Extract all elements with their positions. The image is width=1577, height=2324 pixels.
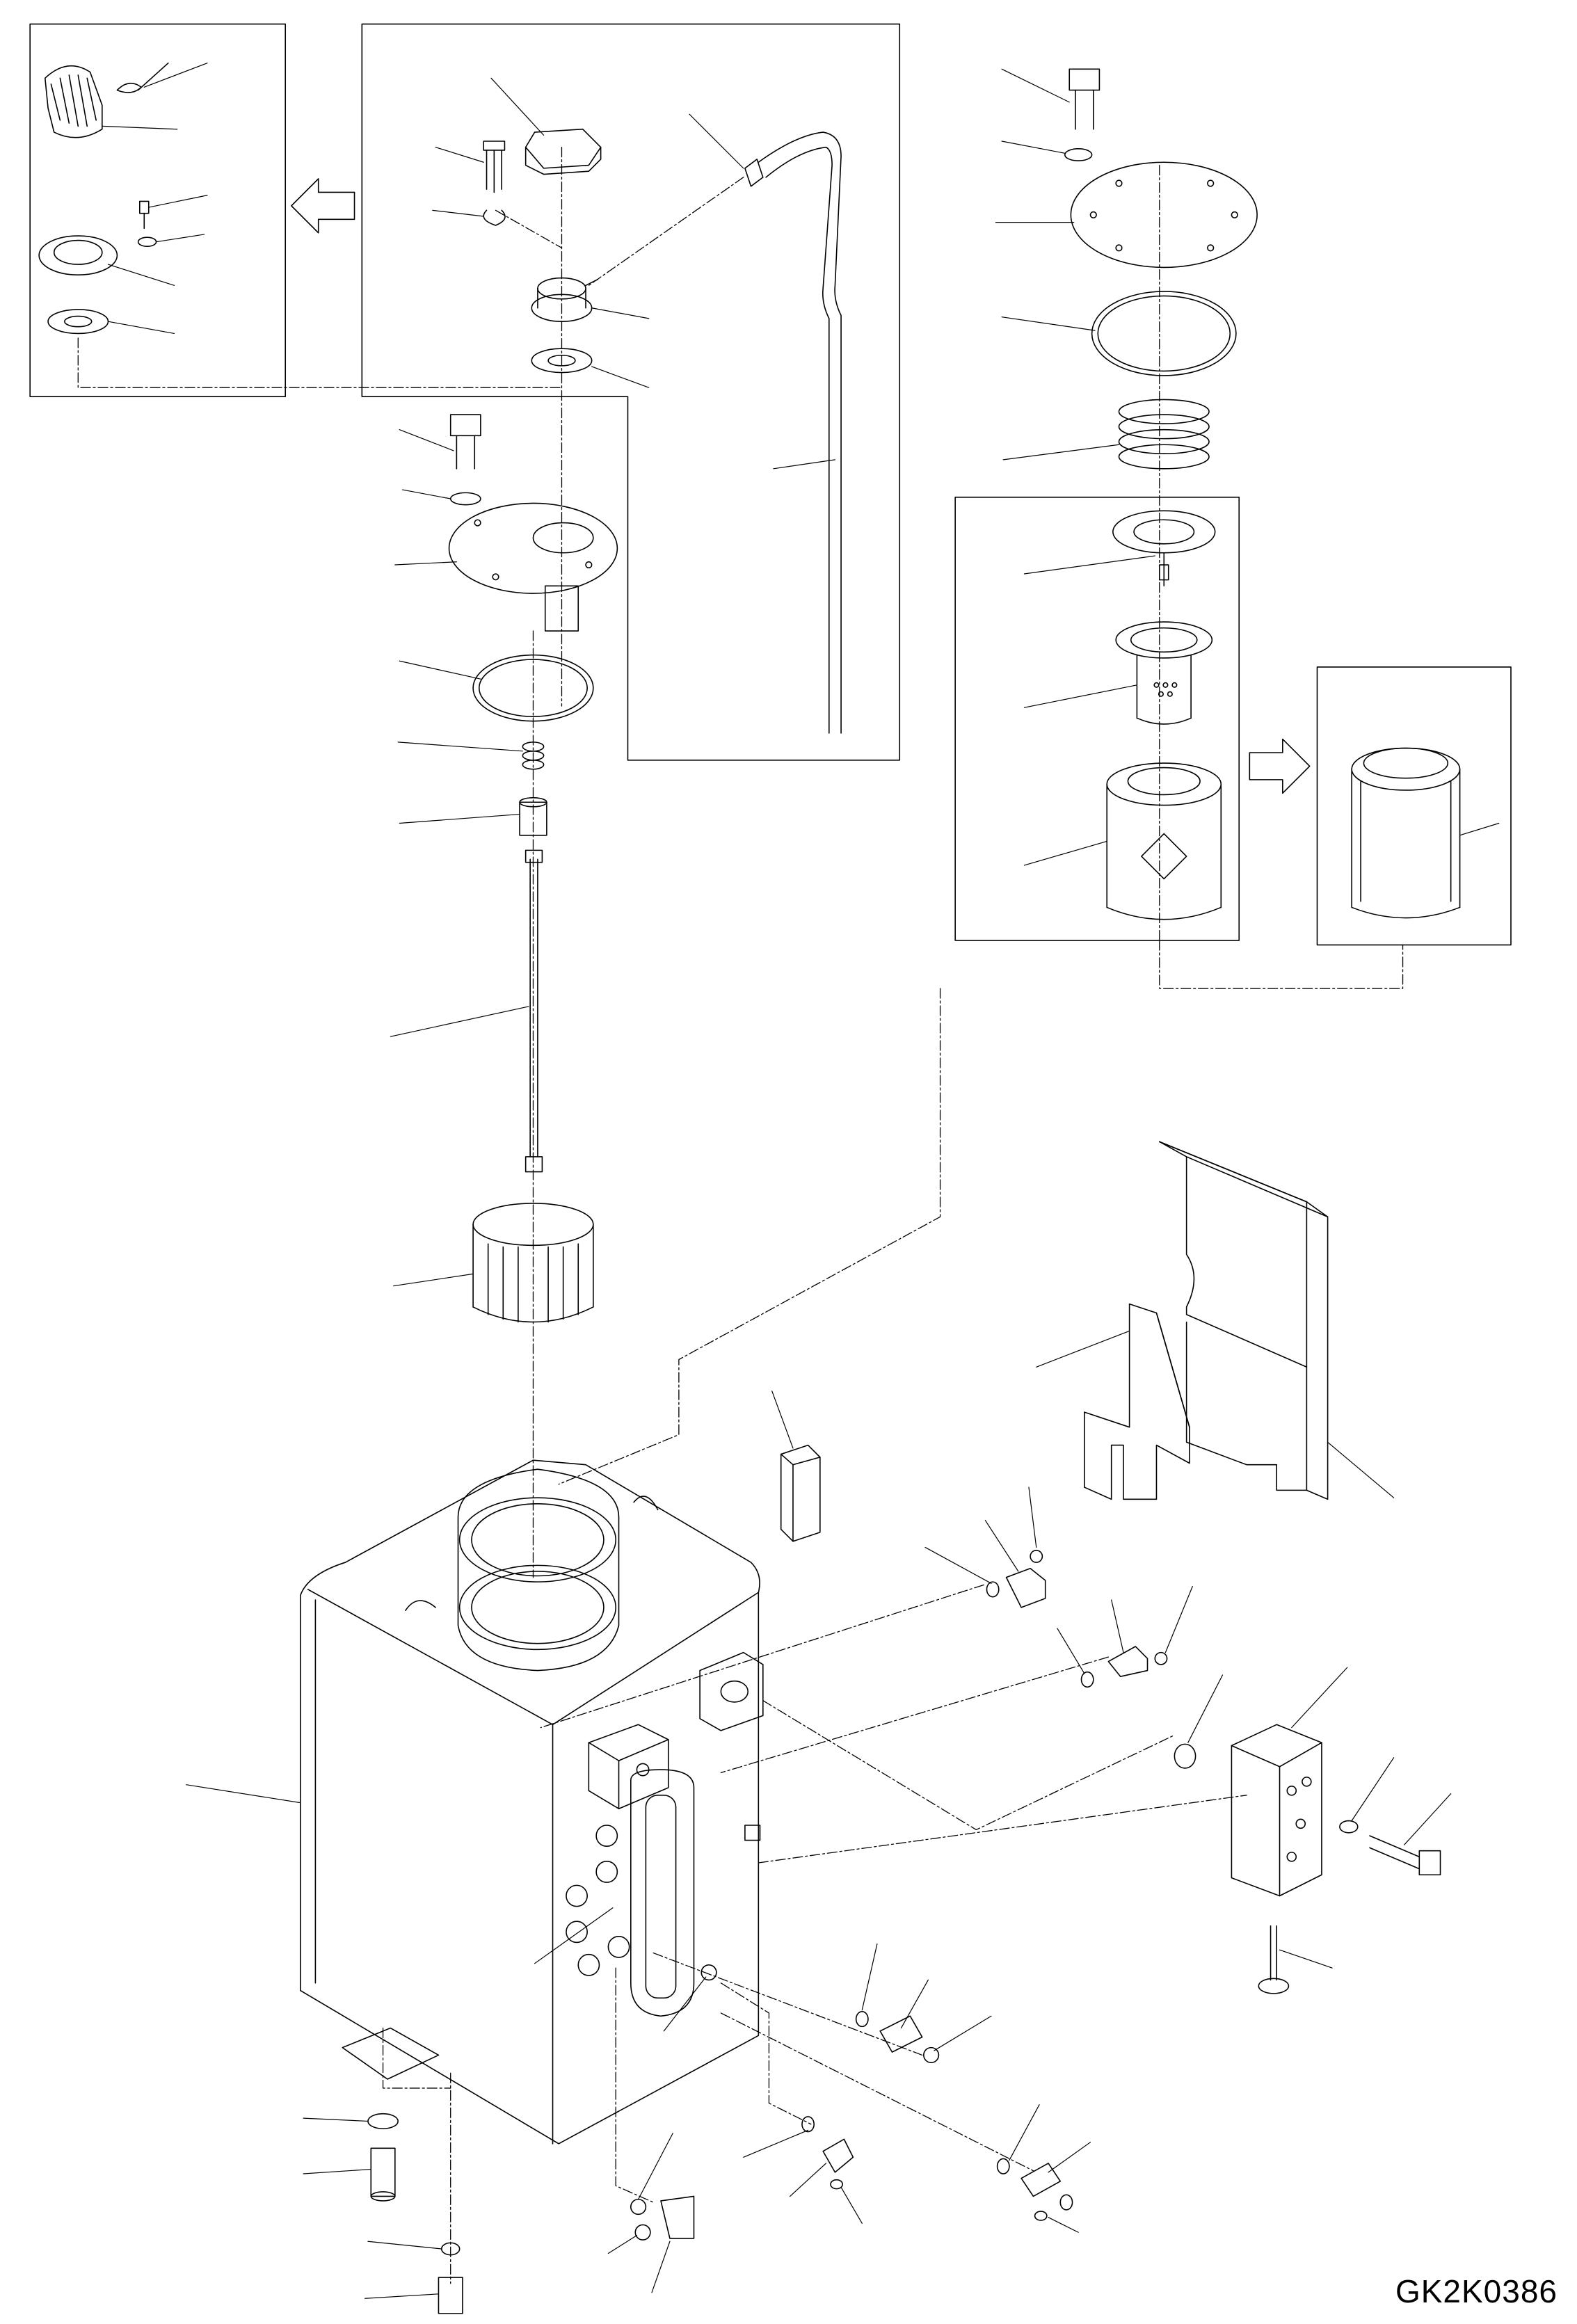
detail-box-filler xyxy=(362,24,899,760)
fittings xyxy=(631,1550,1196,2240)
bypass-valve xyxy=(1113,511,1215,586)
manifold-bolt xyxy=(1340,1821,1441,1875)
detail-box-breather xyxy=(30,24,285,397)
filter-element xyxy=(1107,763,1221,920)
top-plate xyxy=(449,503,618,631)
breather-flange xyxy=(39,236,117,333)
top-plate-bolt xyxy=(451,415,481,505)
flange-block xyxy=(700,1653,763,1731)
bracket-bar xyxy=(781,1445,820,1541)
dipstick xyxy=(745,132,841,733)
drain-plug xyxy=(1258,1926,1288,1994)
filler-cap xyxy=(526,129,601,175)
suction-strainer xyxy=(473,1203,593,1322)
tank-mount xyxy=(342,2028,463,2314)
breather-bolt xyxy=(138,201,157,246)
detail-box-return-filter xyxy=(955,497,1239,940)
direction-arrows xyxy=(291,179,1310,793)
cover-o-ring xyxy=(1092,291,1236,376)
hydraulic-tank xyxy=(301,1460,760,2144)
callout-leaders xyxy=(102,63,1499,2299)
foam-guard-large xyxy=(1160,1141,1328,1499)
breather-cap xyxy=(45,63,168,138)
filter-element-detail xyxy=(1352,748,1459,918)
right-arrow-icon xyxy=(1249,739,1309,794)
alignment-lines xyxy=(78,147,1402,2284)
foam-guard-small xyxy=(1084,1304,1190,1500)
filler-bolt xyxy=(483,141,505,225)
detail-box-element xyxy=(1317,667,1511,945)
spring xyxy=(522,742,543,769)
drawing-code: GK2K0386 xyxy=(1395,2273,1558,2309)
filter-spring xyxy=(1119,399,1209,468)
detail-boxes xyxy=(30,24,1511,945)
cover-plate xyxy=(1071,162,1257,267)
rod xyxy=(526,850,543,1171)
manifold-block xyxy=(1231,1724,1322,1896)
o-ring xyxy=(473,655,593,721)
cover-bolt xyxy=(1065,69,1100,161)
left-arrow-icon xyxy=(291,179,355,233)
filler-neck xyxy=(531,278,598,373)
nut xyxy=(520,798,547,835)
filter-case xyxy=(1116,622,1212,724)
